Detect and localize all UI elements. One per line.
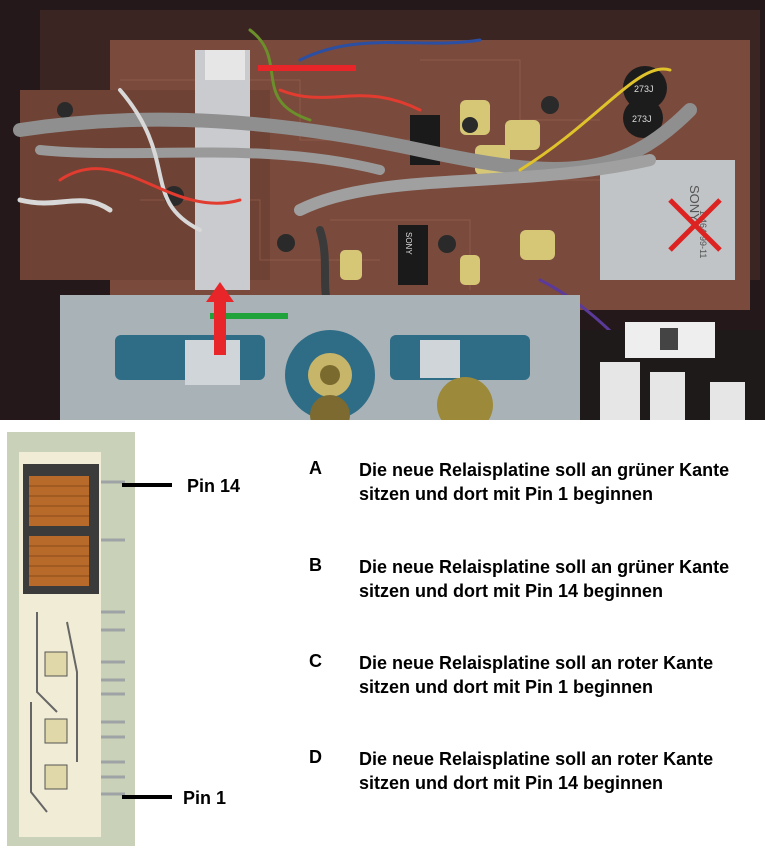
pin1-pointer bbox=[122, 795, 172, 799]
answer-c-text[interactable]: Die neue Relaisplatine soll an roter Kan… bbox=[359, 653, 714, 697]
svg-text:SONY: SONY bbox=[404, 232, 413, 255]
relay-board-illustration bbox=[7, 432, 135, 846]
heatsink bbox=[195, 50, 250, 290]
coil-1 bbox=[623, 66, 667, 110]
answer-b-letter[interactable]: B bbox=[309, 555, 322, 575]
answer-a-letter[interactable]: A bbox=[309, 458, 322, 478]
svg-text:273J: 273J bbox=[632, 114, 652, 124]
pin1-label: Pin 1 bbox=[183, 788, 227, 808]
circuit-board-illustration: SONY 1-464-99-11 273J 273J SONY bbox=[0, 0, 765, 420]
answer-d-text[interactable]: Die neue Relaisplatine soll an roter Kan… bbox=[359, 749, 714, 793]
svg-text:SONY: SONY bbox=[687, 185, 702, 222]
relay-pins bbox=[101, 480, 125, 796]
answer-d-letter[interactable]: D bbox=[309, 747, 322, 767]
svg-text:273J: 273J bbox=[634, 84, 654, 94]
pin14-label: Pin 14 bbox=[187, 476, 241, 496]
relay-board-photo bbox=[7, 432, 135, 846]
circuit-board-photo: SONY 1-464-99-11 273J 273J SONY bbox=[0, 0, 765, 420]
answer-c-letter[interactable]: C bbox=[309, 651, 322, 671]
answer-a-text[interactable]: Die neue Relaisplatine soll an grüner Ka… bbox=[359, 460, 730, 504]
pin14-pointer bbox=[122, 483, 172, 487]
red-arrow bbox=[206, 282, 234, 355]
old-relay bbox=[600, 160, 735, 280]
ic-2 bbox=[398, 225, 428, 285]
coil-2 bbox=[623, 98, 663, 138]
answer-b-text[interactable]: Die neue Relaisplatine soll an grüner Ka… bbox=[359, 557, 730, 601]
